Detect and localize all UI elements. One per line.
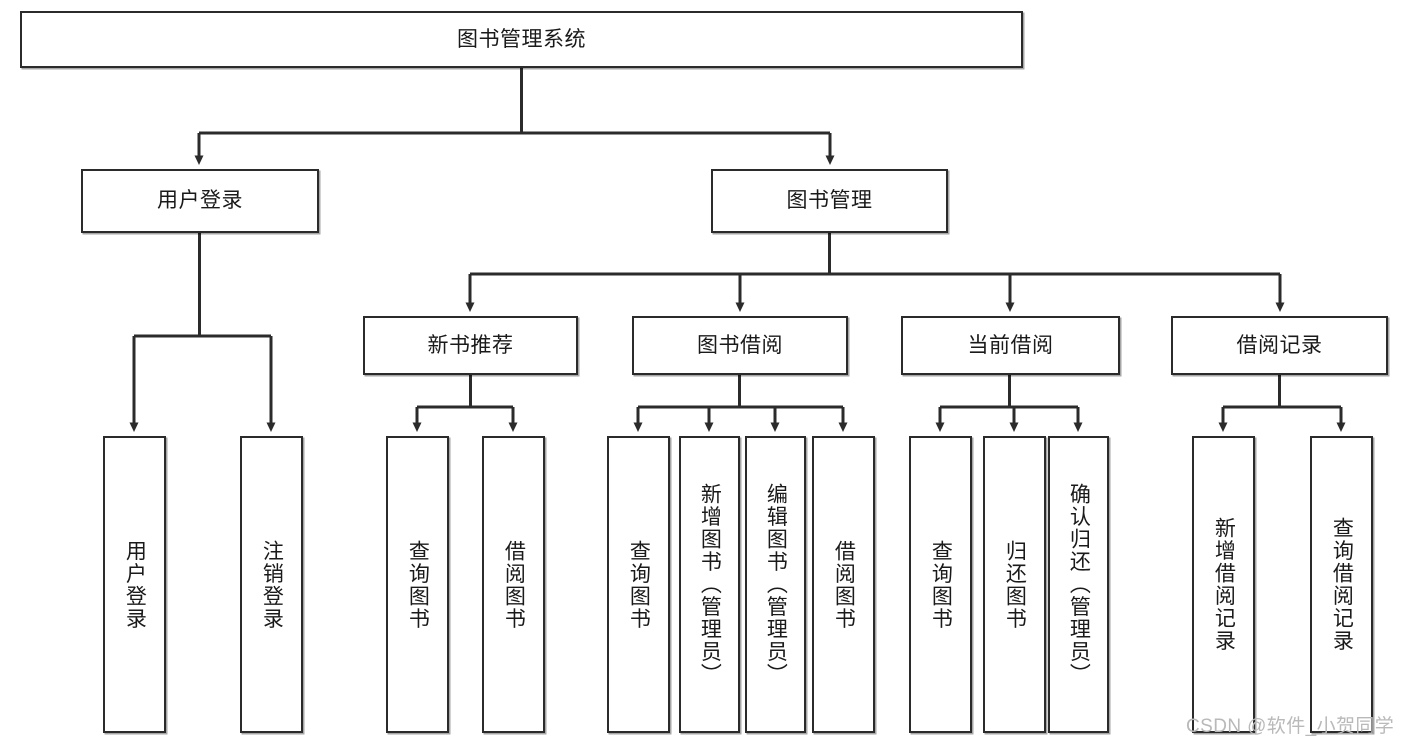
watermark-text: CSDN @软件_小贺同学 <box>1186 716 1395 737</box>
node-leaf-query-book-3[interactable]: 查询图书 <box>909 436 972 733</box>
node-user-login-label: 用户登录 <box>157 189 243 213</box>
node-user-login[interactable]: 用户登录 <box>81 169 319 233</box>
node-leaf-user-login-label: 用户登录 <box>123 539 147 630</box>
node-leaf-add-book[interactable]: 新增图书（管理员） <box>679 436 740 733</box>
node-borrow-record-label: 借阅记录 <box>1236 333 1323 357</box>
node-leaf-add-book-label: 新增图书（管理员） <box>698 483 722 686</box>
node-root-label: 图书管理系统 <box>457 27 586 51</box>
node-leaf-query-book-2-label: 查询图书 <box>627 539 651 630</box>
node-leaf-logout-label: 注销登录 <box>260 539 284 630</box>
node-leaf-edit-book[interactable]: 编辑图书（管理员） <box>745 436 806 733</box>
node-leaf-user-login[interactable]: 用户登录 <box>103 436 166 733</box>
node-leaf-borrow-book-1-label: 借阅图书 <box>502 539 526 630</box>
node-leaf-query-record-label: 查询借阅记录 <box>1330 517 1354 652</box>
node-leaf-confirm-return-label: 确认归还（管理员） <box>1067 483 1091 686</box>
node-book-manage-label: 图书管理 <box>786 189 873 213</box>
node-book-borrow[interactable]: 图书借阅 <box>632 316 848 375</box>
node-leaf-confirm-return[interactable]: 确认归还（管理员） <box>1048 436 1109 733</box>
node-current-borrow[interactable]: 当前借阅 <box>901 316 1120 375</box>
node-leaf-edit-book-label: 编辑图书（管理员） <box>764 483 788 686</box>
node-root[interactable]: 图书管理系统 <box>20 11 1023 68</box>
node-leaf-logout[interactable]: 注销登录 <box>240 436 303 733</box>
node-current-borrow-label: 当前借阅 <box>967 333 1054 357</box>
node-leaf-query-book-1[interactable]: 查询图书 <box>386 436 449 733</box>
node-book-borrow-label: 图书借阅 <box>697 333 783 357</box>
node-leaf-query-book-3-label: 查询图书 <box>929 539 953 630</box>
node-book-manage[interactable]: 图书管理 <box>711 169 948 233</box>
node-borrow-record[interactable]: 借阅记录 <box>1171 316 1388 375</box>
node-new-book-recommend[interactable]: 新书推荐 <box>363 316 578 375</box>
node-leaf-borrow-book-1[interactable]: 借阅图书 <box>482 436 545 733</box>
node-leaf-query-record[interactable]: 查询借阅记录 <box>1310 436 1373 733</box>
node-leaf-add-record[interactable]: 新增借阅记录 <box>1192 436 1255 733</box>
node-leaf-borrow-book-2-label: 借阅图书 <box>832 539 856 630</box>
node-leaf-borrow-book-2[interactable]: 借阅图书 <box>812 436 875 733</box>
node-new-book-recommend-label: 新书推荐 <box>427 333 514 357</box>
node-leaf-return-book[interactable]: 归还图书 <box>983 436 1046 733</box>
node-leaf-return-book-label: 归还图书 <box>1003 539 1027 630</box>
node-leaf-query-book-2[interactable]: 查询图书 <box>607 436 670 733</box>
node-leaf-query-book-1-label: 查询图书 <box>406 539 430 630</box>
node-leaf-add-record-label: 新增借阅记录 <box>1212 517 1236 652</box>
